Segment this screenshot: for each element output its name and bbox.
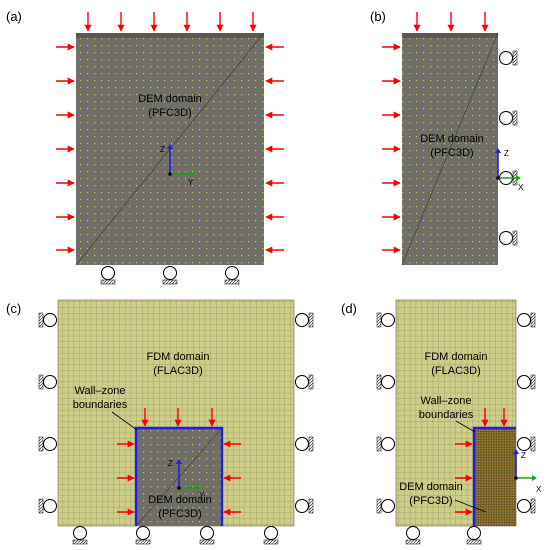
roller-support-icon (38, 374, 57, 390)
roller-support-icon (517, 312, 536, 328)
panel-a-axes: Z Y (160, 144, 195, 187)
panel-c-wall-label-1: Wall–zone (75, 385, 126, 397)
roller-support-icon (376, 374, 395, 390)
panel-d-label: (d) (341, 301, 357, 316)
panel-a-domain-title: DEM domain (138, 93, 202, 105)
panel-d-axis-z-label: Z (521, 451, 526, 460)
roller-support-icon (295, 374, 314, 390)
panel-a-top-wall (76, 33, 264, 38)
roller-support-icon (224, 266, 240, 285)
panel-c-leader-line (111, 411, 138, 431)
roller-support-icon (38, 436, 57, 452)
panel-b-axis-x-label: X (518, 183, 524, 192)
panel-d-wall-zone-boundary (472, 426, 516, 526)
panel-c-axes: Z Y (168, 459, 205, 500)
panel-b-axes: Z X (495, 148, 524, 192)
panel-d: (d) FDM domain (F (341, 299, 542, 545)
roller-support-icon (517, 436, 536, 452)
panel-d-dem-domain (474, 428, 516, 526)
panel-a-axis-z-label: Z (160, 145, 165, 154)
panel-c-fdm-title: FDM domain (147, 351, 210, 363)
panel-c-label: (c) (6, 301, 21, 316)
panel-c-dem-title: DEM domain (148, 494, 212, 506)
roller-support-icon (72, 526, 88, 545)
roller-support-icon (263, 526, 279, 545)
panel-a-top-loads (84, 12, 257, 32)
panel-d-top-loads (481, 408, 508, 427)
panel-a-axis-y-label: Y (188, 178, 194, 187)
panel-c-axis-y-label: Y (199, 491, 205, 500)
panel-d-wall-label-2: boundaries (419, 409, 474, 421)
panel-a-right-loads (265, 43, 284, 254)
roller-support-icon (517, 374, 536, 390)
panel-d-dem-leader (454, 499, 487, 513)
roller-support-icon (100, 266, 116, 285)
roller-support-icon (499, 230, 518, 246)
panel-d-left-loads (455, 440, 473, 516)
panel-c-bottom-supports (72, 526, 279, 545)
panel-c-dem-code: (PFC3D) (158, 508, 201, 520)
panel-c-left-loads (117, 440, 135, 516)
roller-support-icon (162, 266, 178, 285)
roller-support-icon (466, 526, 482, 545)
roller-support-icon (295, 312, 314, 328)
roller-support-icon (295, 498, 314, 514)
panel-d-right-supports (517, 312, 536, 514)
roller-support-icon (199, 526, 215, 545)
roller-support-icon (38, 498, 57, 514)
roller-support-icon (405, 526, 421, 545)
panel-c-fdm-code: (FLAC3D) (153, 365, 203, 377)
roller-support-icon (376, 436, 395, 452)
panel-b-right-supports (499, 50, 518, 246)
roller-support-icon (295, 436, 314, 452)
panel-a-domain-code: (PFC3D) (148, 107, 191, 119)
panel-d-wall-label-1: Wall–zone (421, 395, 472, 407)
panel-c-right-supports (295, 312, 314, 514)
panel-c-wall-label-2: boundaries (73, 399, 128, 411)
panel-a-label: (a) (6, 9, 22, 24)
panel-d-dem-code: (PFC3D) (409, 495, 452, 507)
roller-support-icon (376, 312, 395, 328)
panel-b-domain-title: DEM domain (420, 133, 484, 145)
panel-b-domain-code: (PFC3D) (430, 147, 473, 159)
roller-support-icon (38, 312, 57, 328)
panel-b-diagonal (401, 32, 499, 266)
roller-support-icon (499, 110, 518, 126)
panel-b: (b) (370, 9, 524, 266)
roller-support-icon (499, 50, 518, 66)
panel-c-left-supports (38, 312, 57, 514)
roller-support-icon (517, 498, 536, 514)
panel-d-dem-title: DEM domain (399, 481, 463, 493)
panel-c-right-loads (223, 440, 241, 516)
panel-b-left-loads (382, 43, 401, 254)
panel-d-wall-leader (455, 420, 476, 433)
panel-c: (c) (6, 299, 314, 545)
panel-c-axis-z-label: Z (168, 459, 173, 468)
panel-a-left-loads (56, 43, 75, 254)
panel-c-wall-zone-boundary (134, 426, 224, 526)
panel-b-top-wall (402, 33, 498, 38)
panel-d-axes: Z X (513, 449, 542, 494)
panel-d-axis-x-label: X (536, 485, 542, 494)
panel-d-fdm-code: (FLAC3D) (431, 365, 481, 377)
roller-support-icon (376, 498, 395, 514)
panel-d-left-supports (376, 312, 395, 514)
panel-b-top-loads (413, 12, 489, 32)
panel-a: (a) (6, 9, 284, 285)
panel-d-bottom-supports (405, 526, 482, 545)
panel-a-bottom-supports (100, 266, 240, 285)
panel-c-top-loads (141, 408, 216, 427)
panel-b-label: (b) (370, 9, 386, 24)
panel-d-fdm-title: FDM domain (425, 351, 488, 363)
roller-support-icon (135, 526, 151, 545)
panel-b-axis-z-label: Z (504, 149, 509, 158)
